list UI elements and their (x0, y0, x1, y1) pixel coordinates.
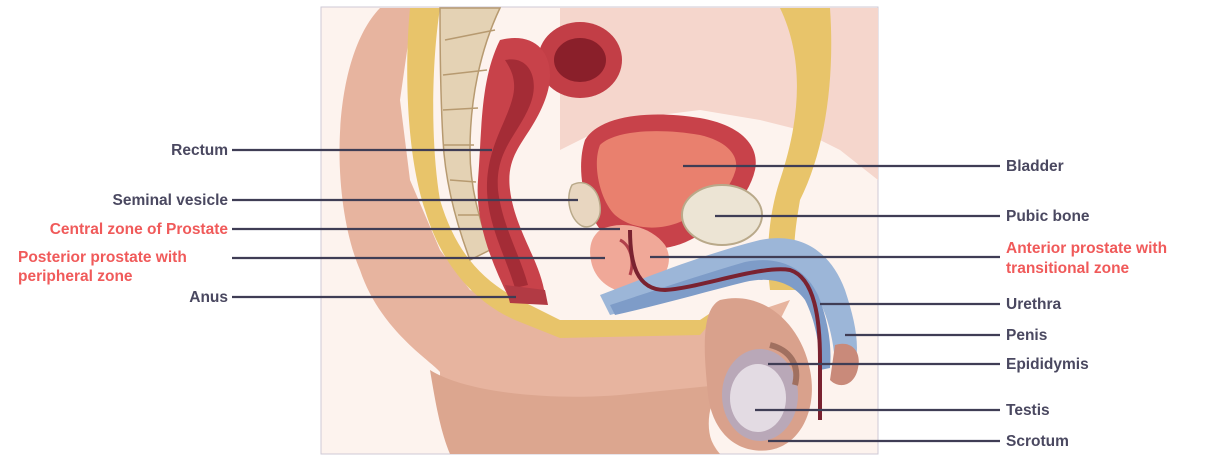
label-epididymis: Epididymis (1006, 356, 1089, 373)
label-seminal-vesicle: Seminal vesicle (113, 192, 228, 209)
label-urethra: Urethra (1006, 296, 1061, 313)
label-anterior-prostate-line2: transitional zone (1006, 260, 1129, 277)
label-rectum: Rectum (171, 142, 228, 159)
label-central-zone: Central zone of Prostate (50, 221, 228, 238)
label-pubic-bone: Pubic bone (1006, 208, 1090, 225)
label-posterior-prostate-line1: Posterior prostate with (18, 249, 187, 266)
label-testis: Testis (1006, 402, 1050, 419)
label-posterior-prostate-line2: peripheral zone (18, 268, 133, 285)
label-penis: Penis (1006, 327, 1047, 344)
label-scrotum: Scrotum (1006, 433, 1069, 450)
label-anus: Anus (189, 289, 228, 306)
label-anterior-prostate-line1: Anterior prostate with (1006, 240, 1167, 257)
label-bladder: Bladder (1006, 158, 1064, 175)
